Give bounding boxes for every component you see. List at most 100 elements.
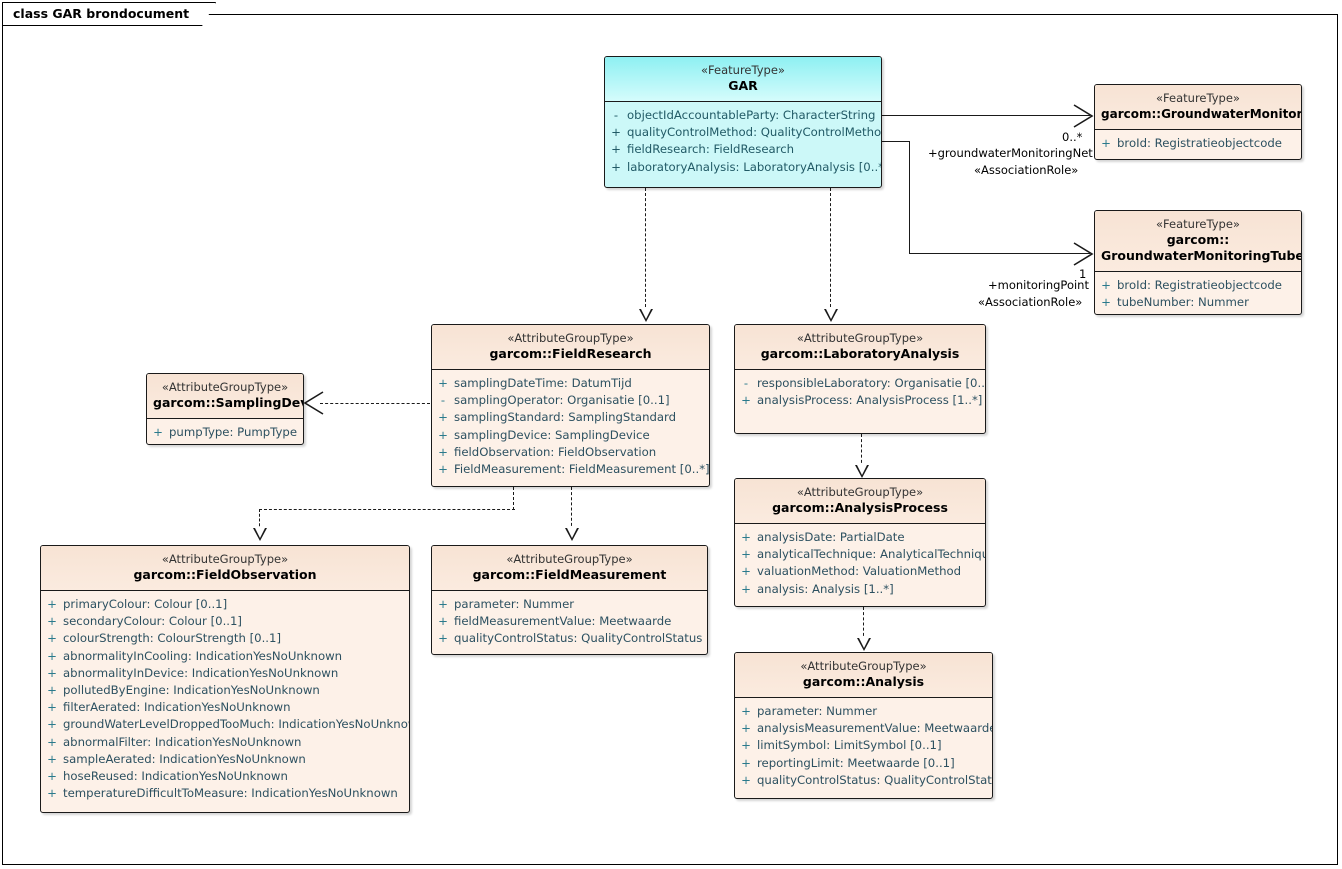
attribute-row: +analysis: Analysis [1..*] bbox=[735, 581, 985, 598]
attribute-row: +limitSymbol: LimitSymbol [0..1] bbox=[735, 737, 992, 754]
class-header-analysis: «AttributeGroupType» garcom::Analysis bbox=[735, 653, 992, 698]
attribute-row: -responsibleLaboratory: Organisatie [0..… bbox=[735, 375, 985, 392]
attribute-visibility: + bbox=[1101, 136, 1111, 150]
attribute-row: +abnormalityInDevice: IndicationYesNoUnk… bbox=[41, 665, 409, 682]
association-net-multiplicity: 0..* bbox=[1062, 130, 1083, 144]
class-name-line1: garcom:: bbox=[1166, 232, 1230, 247]
class-header-fieldmeasurement: «AttributeGroupType» garcom::FieldMeasur… bbox=[432, 546, 707, 591]
connector-lab-analysisprocess bbox=[861, 434, 862, 468]
class-header-samplingdevice: «AttributeGroupType» garcom::SamplingDev… bbox=[147, 374, 303, 419]
attribute-row: + broId: Registratieobjectcode bbox=[1095, 277, 1301, 294]
class-box-laboratoryanalysis[interactable]: «AttributeGroupType» garcom::LaboratoryA… bbox=[734, 324, 986, 434]
class-header-analysisprocess: «AttributeGroupType» garcom::AnalysisPro… bbox=[735, 479, 985, 524]
class-header-fieldobservation: «AttributeGroupType» garcom::FieldObserv… bbox=[41, 546, 409, 591]
attribute-visibility: + bbox=[47, 631, 57, 646]
class-attributes-fieldresearch: + samplingDateTime: DatumTijd -samplingOp… bbox=[432, 370, 709, 484]
association-net-stereotype: «AssociationRole» bbox=[974, 163, 1079, 177]
attribute-visibility: + bbox=[47, 597, 57, 611]
class-stereotype: «AttributeGroupType» bbox=[796, 331, 924, 345]
attribute-text: fieldObservation: FieldObservation bbox=[454, 444, 657, 459]
attribute-row: +hoseReused: IndicationYesNoUnknown bbox=[41, 768, 409, 785]
attribute-row: + analyticalTechnique: AnalyticalTechniqu… bbox=[735, 546, 985, 563]
attribute-text: parameter: Nummer bbox=[454, 597, 575, 611]
attribute-row: +sampleAerated: IndicationYesNoUnknown bbox=[41, 751, 409, 768]
class-attributes-laboratoryanalysis: -responsibleLaboratory: Organisatie [0..… bbox=[735, 370, 985, 415]
arrowhead-analysisprocess bbox=[855, 465, 869, 478]
attribute-visibility: + bbox=[741, 772, 751, 787]
attribute-row: +samplingDevice: SamplingDevice bbox=[432, 427, 709, 444]
attribute-visibility: + bbox=[47, 717, 57, 732]
connector-gar-monitoringnet bbox=[882, 115, 1090, 117]
attribute-text: analysisProcess: AnalysisProcess [1..*] bbox=[757, 393, 983, 408]
attribute-visibility: + bbox=[741, 393, 751, 408]
class-name: garcom::LaboratoryAnalysis bbox=[760, 346, 960, 361]
attribute-text: fieldMeasurementValue: Meetwaarde bbox=[454, 614, 672, 629]
attribute-text: abnormalFilter: IndicationYesNoUnknown bbox=[63, 734, 302, 749]
attribute-text: sampleAerated: IndicationYesNoUnknown bbox=[63, 751, 306, 766]
class-name: garcom::SamplingDevice bbox=[153, 395, 303, 410]
connector-gar-monitoringtube-seg1 bbox=[882, 141, 910, 143]
diagram-frame bbox=[2, 14, 1338, 865]
attribute-visibility: + bbox=[741, 721, 751, 736]
class-stereotype: «AttributeGroupType» bbox=[506, 552, 633, 566]
attribute-text: abnormalityInCooling: IndicationYesNoUnk… bbox=[63, 648, 343, 663]
class-name: garcom::FieldResearch bbox=[489, 346, 652, 361]
attribute-visibility: + bbox=[741, 547, 751, 562]
arrowhead-fieldresearch bbox=[639, 309, 653, 322]
attribute-text: samplingDateTime: DatumTijd bbox=[454, 376, 632, 390]
class-stereotype: «FeatureType» bbox=[1156, 91, 1240, 105]
class-box-fieldobservation[interactable]: «AttributeGroupType» garcom::FieldObserv… bbox=[40, 545, 410, 813]
attribute-text: filterAerated: IndicationYesNoUnknown bbox=[63, 700, 291, 715]
connector-fieldresearch-fieldobservation-seg2 bbox=[259, 509, 515, 510]
class-box-analysisprocess[interactable]: «AttributeGroupType» garcom::AnalysisPro… bbox=[734, 478, 986, 607]
attribute-row: +reportingLimit: Meetwaarde [0..1] bbox=[735, 755, 992, 772]
class-header-groundwatermonitoringtube: «FeatureType» garcom:: GroundwaterMonito… bbox=[1095, 211, 1301, 272]
attribute-row: -samplingOperator: Organisatie [0..1] bbox=[432, 392, 709, 409]
attribute-visibility: + bbox=[438, 614, 448, 629]
attribute-text: groundWaterLevelDroppedTooMuch: Indicati… bbox=[63, 717, 410, 732]
attribute-row: + fieldMeasurementValue: Meetwaarde bbox=[432, 613, 707, 630]
attribute-text: fieldResearch: FieldResearch bbox=[627, 142, 795, 157]
class-stereotype: «FeatureType» bbox=[1156, 217, 1240, 231]
class-box-samplingdevice[interactable]: «AttributeGroupType» garcom::SamplingDev… bbox=[146, 373, 304, 445]
attribute-text: analyticalTechnique: AnalyticalTechnique bbox=[757, 547, 986, 562]
attribute-row: +laboratoryAnalysis: LaboratoryAnalysis … bbox=[605, 159, 881, 176]
attribute-visibility: + bbox=[1101, 278, 1111, 292]
attribute-row: +fieldResearch: FieldResearch bbox=[605, 141, 881, 158]
class-attributes-samplingdevice: +pumpType: PumpType bbox=[147, 419, 303, 444]
attribute-visibility: + bbox=[741, 530, 751, 544]
attribute-visibility: + bbox=[438, 462, 448, 477]
attribute-visibility: + bbox=[47, 665, 57, 680]
attribute-visibility: + bbox=[153, 425, 163, 439]
attribute-visibility: + bbox=[438, 376, 448, 390]
class-attributes-fieldobservation: +primaryColour: Colour [0..1] +secondary… bbox=[41, 591, 409, 808]
connector-fieldresearch-samplingdevice bbox=[320, 403, 430, 404]
class-name: garcom::Analysis bbox=[802, 674, 925, 689]
attribute-row: +secondaryColour: Colour [0..1] bbox=[41, 613, 409, 630]
connector-gar-monitoringtube-seg2 bbox=[909, 141, 911, 254]
attribute-row: +abnormalFilter: IndicationYesNoUnknown bbox=[41, 734, 409, 751]
class-box-fieldmeasurement[interactable]: «AttributeGroupType» garcom::FieldMeasur… bbox=[431, 545, 708, 655]
class-box-gar[interactable]: «FeatureType» GAR -objectIdAccountablePa… bbox=[604, 56, 882, 188]
attribute-row: +pumpType: PumpType bbox=[147, 424, 303, 441]
class-box-analysis[interactable]: «AttributeGroupType» garcom::Analysis +p… bbox=[734, 652, 993, 799]
class-box-groundwatermonitoringtube[interactable]: «FeatureType» garcom:: GroundwaterMonito… bbox=[1094, 210, 1302, 315]
attribute-visibility: + bbox=[47, 786, 57, 801]
class-header-fieldresearch: «AttributeGroupType» garcom::FieldResear… bbox=[432, 325, 709, 370]
arrowhead-fieldobservation bbox=[253, 528, 267, 541]
attribute-text: temperatureDifficultToMeasure: Indicatio… bbox=[63, 786, 398, 801]
attribute-visibility: + bbox=[438, 597, 448, 611]
attribute-row: +primaryColour: Colour [0..1] bbox=[41, 596, 409, 613]
attribute-text: hoseReused: IndicationYesNoUnknown bbox=[63, 769, 288, 784]
class-box-groundwatermonitoringnet[interactable]: «FeatureType» garcom::GroundwaterMonitor… bbox=[1094, 84, 1302, 160]
attribute-text: samplingStandard: SamplingStandard bbox=[454, 410, 677, 425]
attribute-visibility: + bbox=[438, 631, 448, 646]
attribute-visibility: + bbox=[611, 159, 621, 174]
attribute-text: analysisMeasurementValue: Meetwaarde bbox=[757, 721, 993, 736]
class-box-fieldresearch[interactable]: «AttributeGroupType» garcom::FieldResear… bbox=[431, 324, 710, 487]
class-name: garcom::GroundwaterMonitoringNet bbox=[1101, 107, 1302, 121]
class-stereotype: «AttributeGroupType» bbox=[800, 659, 927, 673]
attribute-text: broId: Registratieobjectcode bbox=[1117, 278, 1282, 292]
class-stereotype: «AttributeGroupType» bbox=[507, 331, 634, 345]
attribute-text: valuationMethod: ValuationMethod bbox=[757, 564, 962, 579]
